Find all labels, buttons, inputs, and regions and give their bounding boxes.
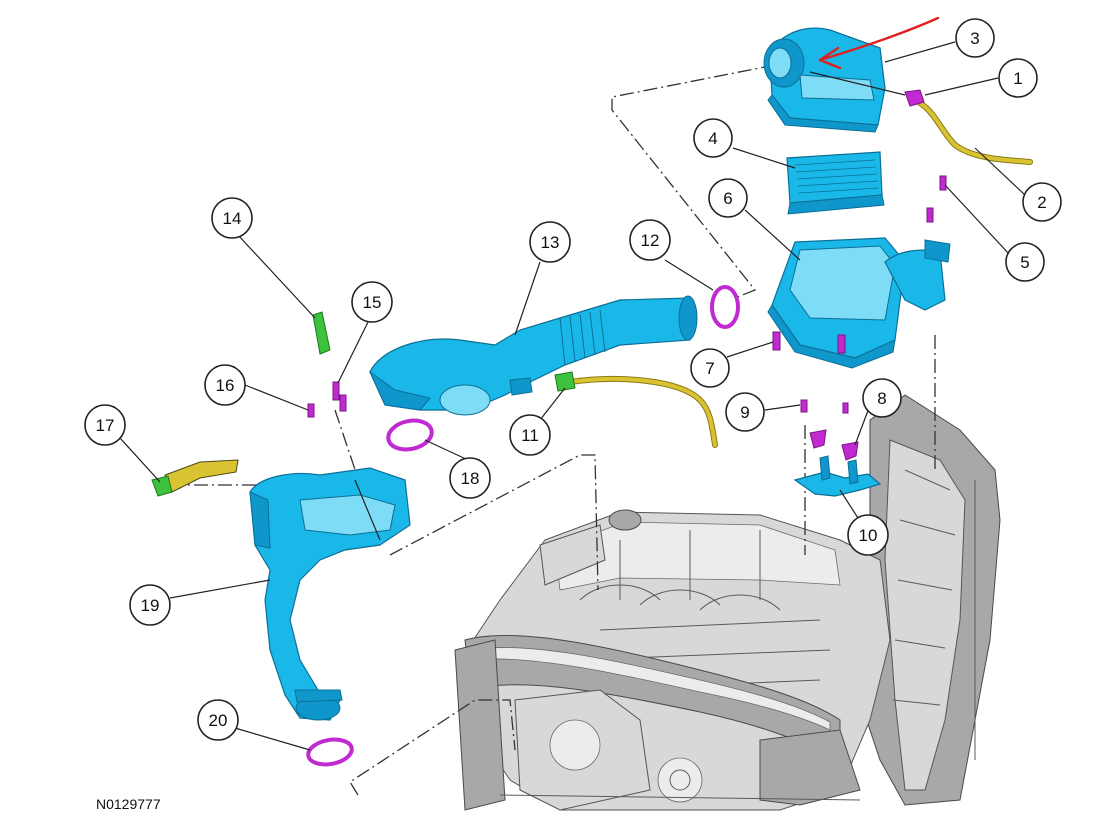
svg-text:20: 20: [209, 711, 228, 730]
charge-air-tube-highlight: [469, 647, 831, 731]
callouts: 1 2 3 4 5 6 7 8: [84, 18, 1062, 741]
part-19-resonator-elbow: [249, 467, 411, 721]
callout-13: 13: [529, 221, 571, 263]
callout-19: 19: [129, 584, 171, 626]
callout-10: 10: [847, 514, 889, 556]
pulley-hub: [669, 769, 691, 791]
red-annotation-arrow: [818, 16, 940, 70]
svg-text:1: 1: [1013, 69, 1022, 88]
callout-3: 3: [955, 18, 995, 58]
callout-11: 11: [509, 414, 551, 456]
part-18-clamp: [386, 418, 434, 452]
svg-text:13: 13: [541, 233, 560, 252]
callout-8: 8: [862, 378, 902, 418]
callout-12: 12: [629, 219, 671, 261]
callout-14: 14: [211, 197, 253, 239]
part-11-harness: [554, 371, 718, 448]
part-12-clamp: [710, 285, 740, 329]
frame-details: [892, 469, 976, 760]
accessory-bracket: [759, 729, 861, 806]
callout-20: 20: [197, 699, 239, 741]
leader-lines: [119, 41, 1026, 751]
part-6-air-cleaner-housing: [767, 237, 951, 369]
pulley-lower: [657, 757, 703, 803]
svg-text:5: 5: [1020, 253, 1029, 272]
callout-1: 1: [998, 58, 1038, 98]
svg-text:7: 7: [705, 359, 714, 378]
part-8-grommets: [809, 429, 859, 461]
oil-filler-cap: [608, 509, 642, 531]
svg-text:12: 12: [641, 231, 660, 250]
callout-4: 4: [693, 118, 733, 158]
svg-text:6: 6: [723, 189, 732, 208]
part-20-clamp: [306, 737, 354, 767]
part-9-bolt: [800, 399, 849, 414]
engine-bottom-edge: [499, 794, 861, 801]
engine-cover-top: [554, 521, 841, 591]
callout-7: 7: [690, 348, 730, 388]
svg-text:14: 14: [223, 209, 242, 228]
svg-text:9: 9: [740, 403, 749, 422]
part-14-sensor: [312, 311, 331, 355]
callout-16: 16: [204, 364, 246, 406]
battery-tray: [539, 524, 606, 586]
callout-18: 18: [449, 457, 491, 499]
svg-text:8: 8: [877, 389, 886, 408]
part-13-intake-tube: [368, 295, 698, 416]
part-10-bracket: [793, 455, 882, 497]
part-5-bolts: [926, 175, 947, 223]
part-17-sensor-harness: [151, 459, 239, 497]
svg-text:19: 19: [141, 596, 160, 615]
svg-text:11: 11: [521, 426, 539, 445]
callout-17: 17: [84, 404, 126, 446]
part-15-fastener: [332, 381, 347, 412]
callout-5: 5: [1005, 242, 1045, 282]
svg-text:16: 16: [216, 376, 235, 395]
svg-text:3: 3: [970, 29, 979, 48]
figure-reference-code: N0129777: [96, 796, 161, 812]
part-16-fastener: [307, 403, 315, 418]
svg-text:15: 15: [363, 293, 382, 312]
callout-6: 6: [708, 178, 748, 218]
part-1-2-sensor-harness: [904, 89, 1033, 165]
radiator-support-inner: [884, 439, 966, 791]
svg-text:2: 2: [1037, 193, 1046, 212]
left-vertical-pipe: [454, 639, 506, 811]
part-3-air-cleaner-cover: [763, 27, 906, 133]
part-4-air-filter: [786, 151, 885, 215]
svg-text:10: 10: [859, 526, 878, 545]
callout-9: 9: [725, 392, 765, 432]
engine-assembly: [454, 394, 1001, 811]
svg-text:4: 4: [708, 129, 717, 148]
callout-2: 2: [1022, 182, 1062, 222]
svg-text:18: 18: [461, 469, 480, 488]
pulley-upper: [549, 719, 601, 771]
svg-text:17: 17: [96, 416, 115, 435]
callout-15: 15: [351, 281, 393, 323]
